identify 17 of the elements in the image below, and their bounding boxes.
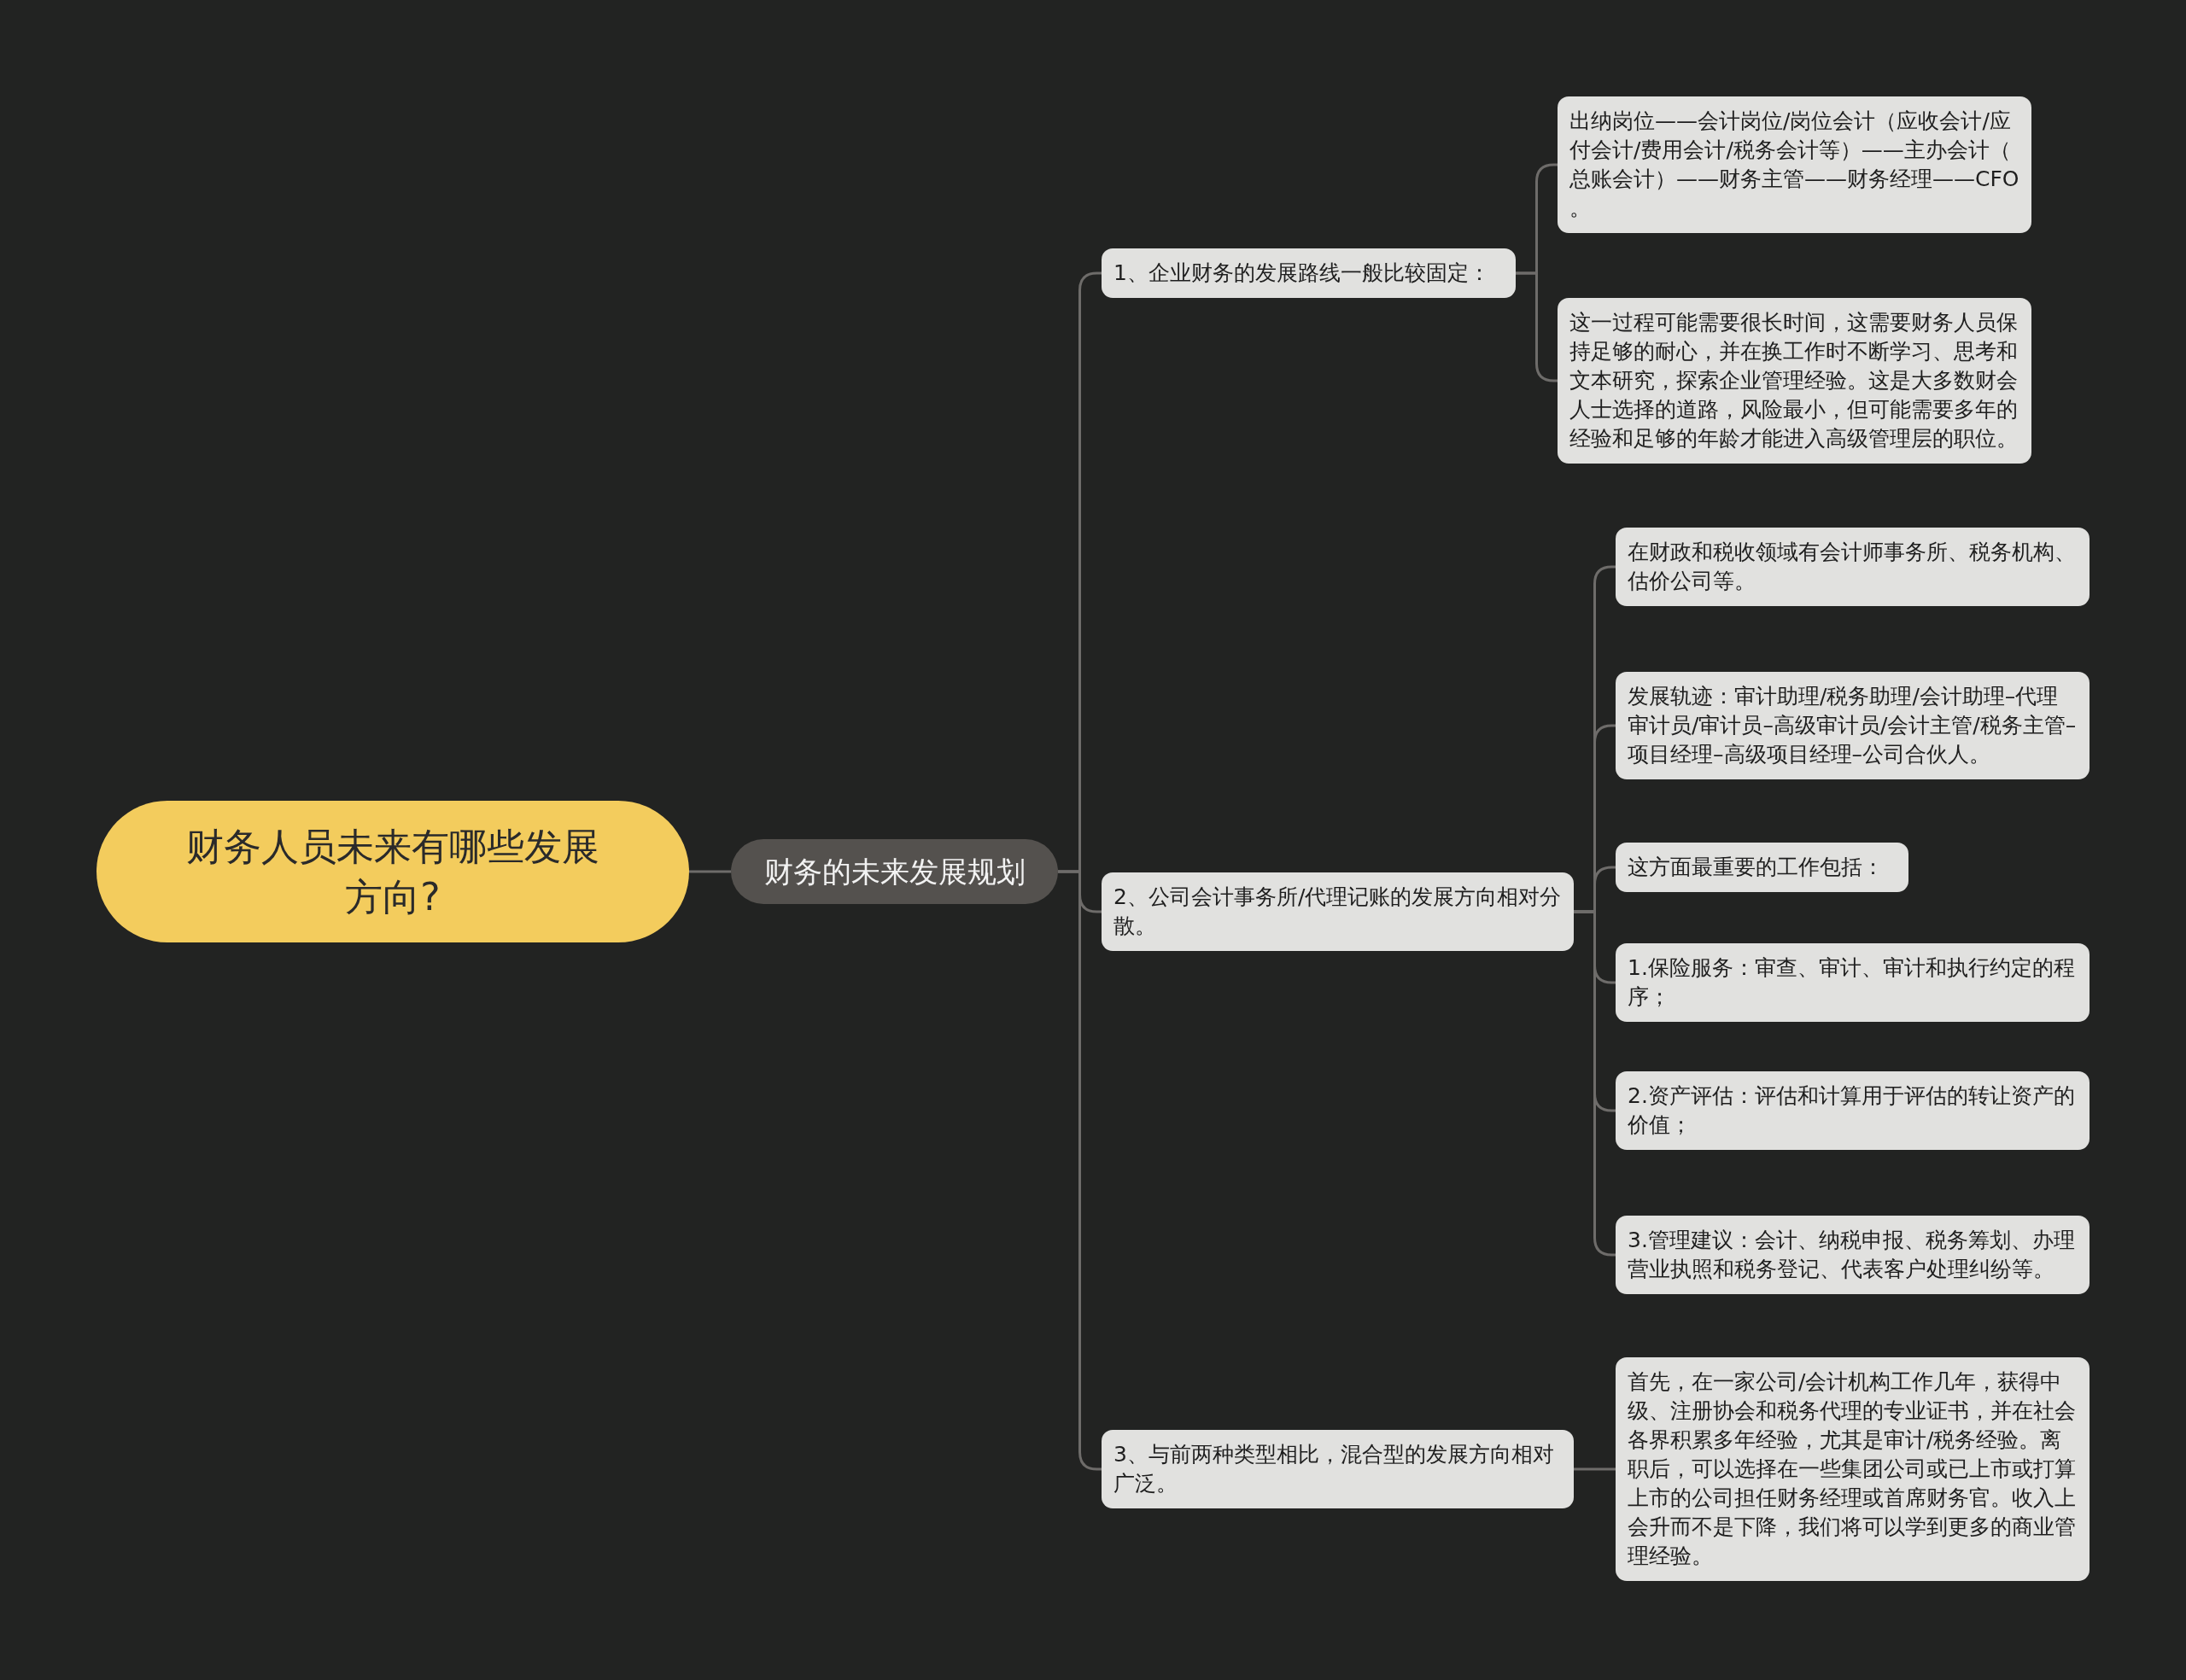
detail-box: 2.资产评估：评估和计算用于评估的转让资产的价值； [1616,1071,2090,1150]
detail-box: 1.保险服务：审查、审计、审计和执行约定的程序； [1616,943,2090,1022]
subtopic-box: 2、公司会计事务所/代理记账的发展方向相对分散。 [1102,872,1574,951]
detail-box: 这方面最重要的工作包括： [1616,843,1908,892]
main-topic: 财务的未来发展规划 [731,839,1058,904]
central-topic: 财务人员未来有哪些发展方向? [96,801,689,942]
detail-box: 这一过程可能需要很长时间，这需要财务人员保持足够的耐心，并在换工作时不断学习、思考和文本研究，探索企业管理经验。这是大多数财会人士选择的道路，风险最小，但可能需要多年的经验和足够的年龄才能进入高级管理层的职位。 [1558,298,2031,464]
subtopic-box: 1、企业财务的发展路线一般比较固定： [1102,248,1516,298]
subtopic-box: 3、与前两种类型相比，混合型的发展方向相对广泛。 [1102,1430,1574,1508]
detail-box: 3.管理建议：会计、纳税申报、税务筹划、办理营业执照和税务登记、代表客户处理纠纷等。 [1616,1216,2090,1294]
detail-box: 在财政和税收领域有会计师事务所、税务机构、估价公司等。 [1616,528,2090,606]
detail-box: 首先，在一家公司/会计机构工作几年，获得中级、注册协会和税务代理的专业证书，并在社会各界积累多年经验，尤其是审计/税务经验。离职后，可以选择在一些集团公司或已上市或打算上市的公司担任财务经理或首席财务官。收入上会升而不是下降，我们将可以学到更多的商业管理经验。 [1616,1357,2090,1581]
connector-line [1574,1467,1616,1471]
connector-line [689,870,731,873]
detail-box: 发展轨迹：审计助理/税务助理/会计助理–代理审计员/审计员–高级审计员/会计主管/税务主管–项目经理–高级项目经理–公司合伙人。 [1616,672,2090,779]
detail-box: 出纳岗位——会计岗位/岗位会计（应收会计/应付会计/费用会计/税务会计等）——主办会计（总账会计）——财务主管——财务经理——CFO。 [1558,96,2031,233]
connector-line [1574,910,1616,1257]
